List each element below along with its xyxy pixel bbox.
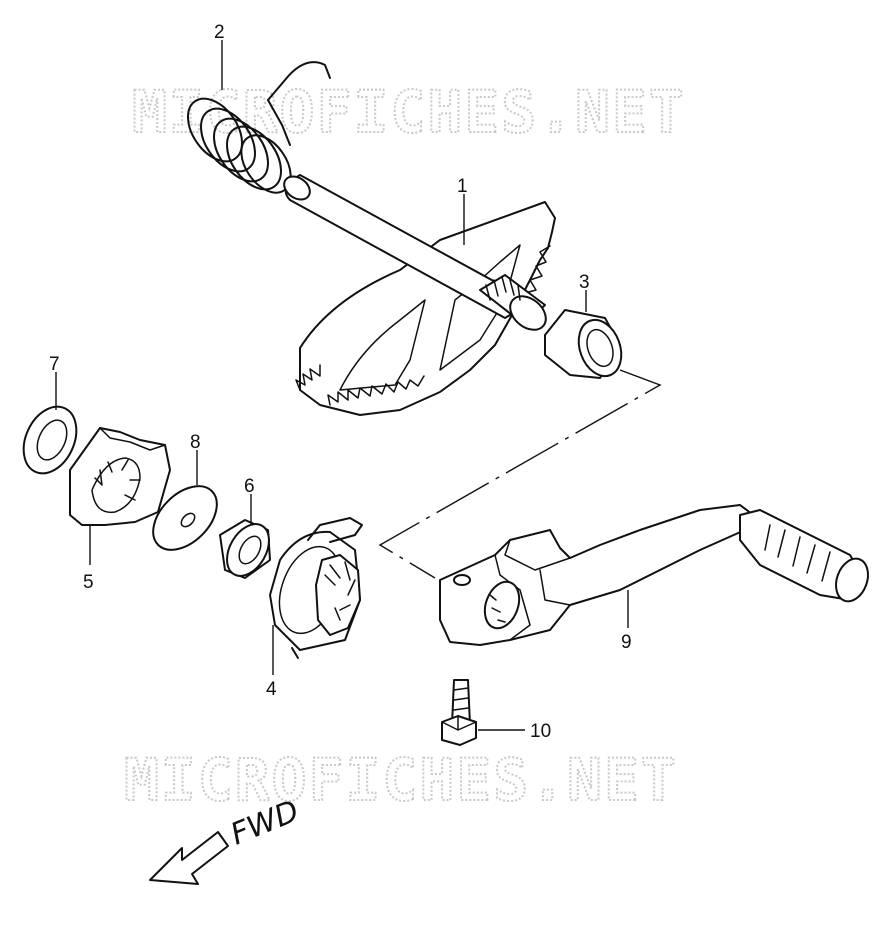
callout-6: 6 [244, 476, 255, 497]
part-9-kick-lever[interactable] [439, 504, 874, 646]
part-5-ratchet-guide[interactable] [69, 427, 171, 526]
callout-3: 3 [579, 272, 590, 293]
part-10-bolt[interactable] [441, 679, 477, 746]
part-8-washer[interactable] [141, 474, 229, 562]
leader-lines [55, 40, 629, 731]
callout-7: 7 [49, 354, 60, 375]
callout-10: 10 [530, 721, 551, 742]
part-6-spacer[interactable] [218, 517, 277, 583]
callout-2: 2 [214, 22, 225, 43]
assembly-line [378, 369, 662, 579]
watermark-top: MICROFICHES.NET [132, 78, 686, 146]
part-3-bushing[interactable] [544, 309, 629, 382]
callout-8: 8 [190, 432, 201, 453]
callout-4: 4 [266, 679, 277, 700]
part-7-washer[interactable] [13, 398, 86, 482]
part-1-kick-shaft[interactable] [280, 172, 556, 416]
part-2-spring[interactable] [177, 61, 331, 202]
watermark-bottom: MICROFICHES.NET [124, 746, 678, 814]
fwd-arrow-icon [149, 831, 229, 885]
part-4-drive-gear[interactable] [268, 517, 363, 659]
callout-9: 9 [621, 632, 632, 653]
callout-1: 1 [457, 176, 468, 197]
callout-5: 5 [83, 572, 94, 593]
